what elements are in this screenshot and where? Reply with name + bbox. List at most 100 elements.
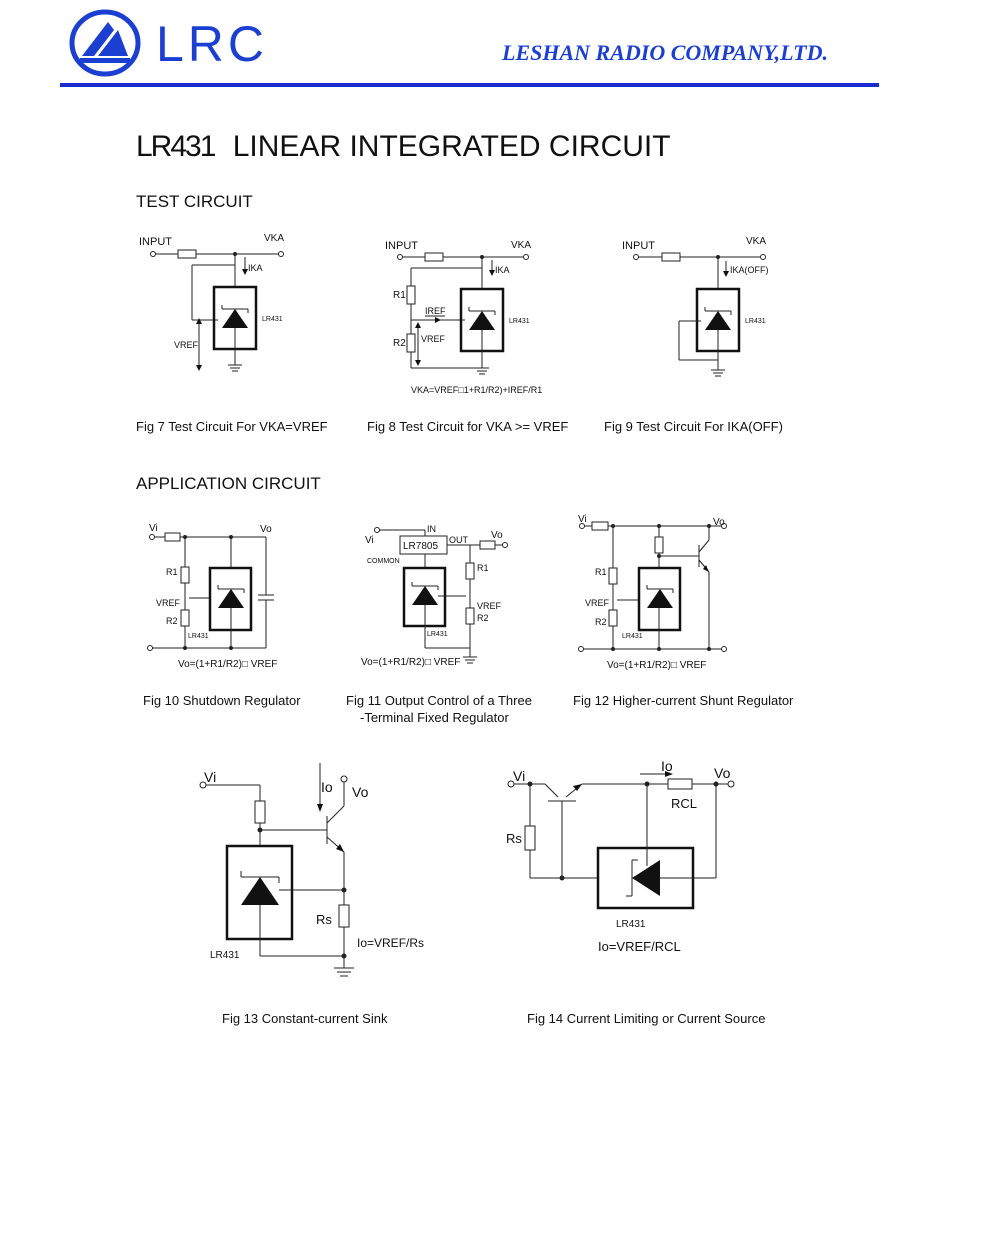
fig9-circuit: INPUT VKA IKA(OFF) LR431	[622, 236, 769, 377]
resistor-r2	[180, 609, 190, 627]
input-label: INPUT	[622, 240, 655, 252]
resistor	[479, 540, 496, 550]
resistor-r1	[465, 562, 475, 580]
vref-label: VREF	[585, 598, 610, 608]
input-label: INPUT	[385, 240, 418, 252]
resistor	[654, 536, 664, 554]
lr431-label: LR431	[188, 633, 209, 640]
logo-mark-icon	[69, 9, 141, 77]
fig7-circuit: INPUT VKA IKA LR431 VREF	[139, 233, 284, 372]
resistor	[177, 249, 197, 259]
out-label: OUT	[449, 535, 469, 545]
fig11-caption-line2: -Terminal Fixed Regulator	[360, 710, 509, 725]
header-rule	[60, 83, 879, 87]
iref-label: IREF	[425, 306, 446, 316]
resistor-r1	[608, 567, 618, 585]
fig14-formula: Io=VREF/RCL	[598, 939, 681, 954]
title-text: LINEAR INTEGRATED CIRCUIT	[232, 130, 671, 163]
lr431-label: LR431	[745, 318, 766, 325]
resistor	[254, 800, 266, 824]
vi-label: Vi	[149, 523, 158, 534]
lr431-label: LR431	[622, 633, 643, 640]
vref-label: VREF	[174, 340, 199, 350]
resistor	[661, 252, 681, 262]
io-label: Io	[321, 779, 333, 795]
regulator-label: LR7805	[403, 541, 438, 552]
vo-label: Vo	[713, 517, 725, 528]
vka-label: VKA	[746, 236, 766, 247]
r2-label: R2	[393, 338, 406, 349]
vref-label: VREF	[477, 601, 502, 611]
input-label: INPUT	[139, 236, 172, 248]
io-label: Io	[661, 758, 673, 774]
page-title: LR431 LINEAR INTEGRATED CIRCUIT	[136, 130, 671, 164]
fig7-caption: Fig 7 Test Circuit For VKA=VREF	[136, 419, 328, 434]
resistor-r2	[465, 607, 475, 625]
ika-off-label: IKA(OFF)	[730, 265, 769, 275]
vi-label: Vi	[365, 535, 374, 546]
logo-text: LRC	[156, 16, 269, 72]
fig13-caption: Fig 13 Constant-current Sink	[222, 1011, 388, 1026]
fig13-circuit: Vi Io Vo Rs LR431 Io=VREF/Rs	[199, 763, 424, 977]
vi-label: Vi	[578, 514, 587, 525]
fig14-caption: Fig 14 Current Limiting or Current Sourc…	[527, 1011, 766, 1026]
common-label: COMMON	[367, 558, 400, 565]
r1-label: R1	[393, 290, 406, 301]
rcl-label: RCL	[671, 796, 697, 811]
resistor	[424, 252, 444, 262]
vka-label: VKA	[511, 240, 531, 251]
section-test-circuit: TEST CIRCUIT	[136, 192, 253, 211]
vo-label: Vo	[491, 530, 503, 541]
vka-label: VKA	[264, 233, 284, 244]
resistor-rcl	[667, 778, 693, 790]
r1-label: R1	[595, 567, 607, 577]
vo-label: Vo	[260, 524, 272, 535]
fig10-formula: Vo=(1+R1/R2)□ VREF	[178, 659, 277, 670]
fig11-caption-line1: Fig 11 Output Control of a Three	[346, 693, 532, 708]
resistor-r1	[406, 285, 416, 305]
r2-label: R2	[477, 613, 489, 623]
r2-label: R2	[595, 617, 607, 627]
fig8-circuit: INPUT VKA IKA R1 R2 IREF VREF LR431 VKA=…	[385, 240, 542, 395]
fig11-formula: Vo=(1+R1/R2)□ VREF	[361, 657, 460, 668]
resistor	[591, 521, 609, 531]
fig14-circuit: Vi Io Vo RCL Rs LR431 Io=VREF/RCL	[506, 758, 735, 954]
fig11-circuit: Vi IN LR7805 OUT Vo COMMON R1 R2 VREF LR…	[361, 524, 508, 668]
ika-label: IKA	[495, 265, 510, 275]
fig10-circuit: Vi Vo R1 R2 VREF LR431 Vo=(1+R1/R2)□ VRE…	[147, 523, 277, 670]
vref-label: VREF	[421, 334, 446, 344]
lr431-label: LR431	[262, 316, 283, 323]
resistor-rs	[338, 904, 350, 928]
fig8-formula: VKA=VREF□1+R1/R2)+IREF/R1	[411, 385, 542, 395]
r1-label: R1	[477, 563, 489, 573]
fig10-caption: Fig 10 Shutdown Regulator	[143, 693, 301, 708]
vi-label: Vi	[204, 769, 216, 785]
vo-label: Vo	[714, 765, 731, 781]
section-application-circuit: APPLICATION CIRCUIT	[136, 474, 321, 493]
vo-label: Vo	[352, 784, 369, 800]
fig12-circuit: Vi Vo R1 R2 VREF LR431 Vo=(1+R1/R2)□ VRE…	[578, 514, 727, 671]
vi-label: Vi	[513, 768, 525, 784]
ika-label: IKA	[248, 263, 263, 273]
company-name: LESHAN RADIO COMPANY,LTD.	[502, 40, 828, 65]
vref-label: VREF	[156, 598, 181, 608]
fig9-caption: Fig 9 Test Circuit For IKA(OFF)	[604, 419, 783, 434]
fig12-caption: Fig 12 Higher-current Shunt Regulator	[573, 693, 794, 708]
resistor	[164, 532, 181, 542]
fig12-formula: Vo=(1+R1/R2)□ VREF	[607, 660, 706, 671]
part-number: LR431	[136, 130, 216, 163]
lr431-label: LR431	[616, 919, 646, 930]
lr431-label: LR431	[509, 318, 530, 325]
rs-label: Rs	[506, 831, 522, 846]
lr431-label: LR431	[210, 950, 240, 961]
lr431-label: LR431	[427, 631, 448, 638]
rs-label: Rs	[316, 912, 332, 927]
resistor-r2	[406, 333, 416, 353]
fig13-formula: Io=VREF/Rs	[357, 936, 424, 950]
in-label: IN	[427, 524, 436, 534]
r1-label: R1	[166, 567, 178, 577]
resistor-rs	[524, 825, 536, 851]
company-logo	[68, 8, 144, 78]
fig8-caption: Fig 8 Test Circuit for VKA >= VREF	[367, 419, 569, 434]
r2-label: R2	[166, 616, 178, 626]
